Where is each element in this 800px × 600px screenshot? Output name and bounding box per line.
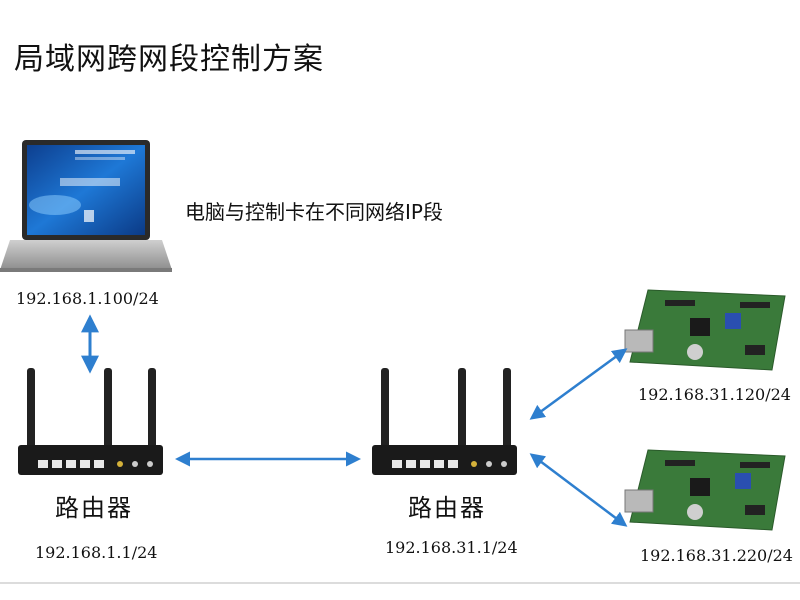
laptop-ip: 192.168.1.100/24 xyxy=(16,289,159,308)
control-card-bottom-icon xyxy=(624,449,786,531)
network-caption: 电脑与控制卡在不同网络IP段 xyxy=(185,200,443,224)
bottom-divider xyxy=(0,582,800,584)
arrow-router-card-top xyxy=(529,348,628,420)
control-card-top-icon xyxy=(624,289,786,371)
card-bottom-ip: 192.168.31.220/24 xyxy=(640,546,793,565)
router-left-label: 路由器 xyxy=(55,494,133,522)
laptop-icon xyxy=(0,140,172,272)
router-right-ip: 192.168.31.1/24 xyxy=(385,538,518,557)
router-right-icon xyxy=(372,368,517,475)
arrow-router-card-bottom xyxy=(529,453,628,527)
router-left-ip: 192.168.1.1/24 xyxy=(35,543,158,562)
router-left-icon xyxy=(18,368,163,475)
router-right-label: 路由器 xyxy=(408,494,486,522)
card-top-ip: 192.168.31.120/24 xyxy=(638,385,791,404)
page-title: 局域网跨网段控制方案 xyxy=(14,42,324,77)
